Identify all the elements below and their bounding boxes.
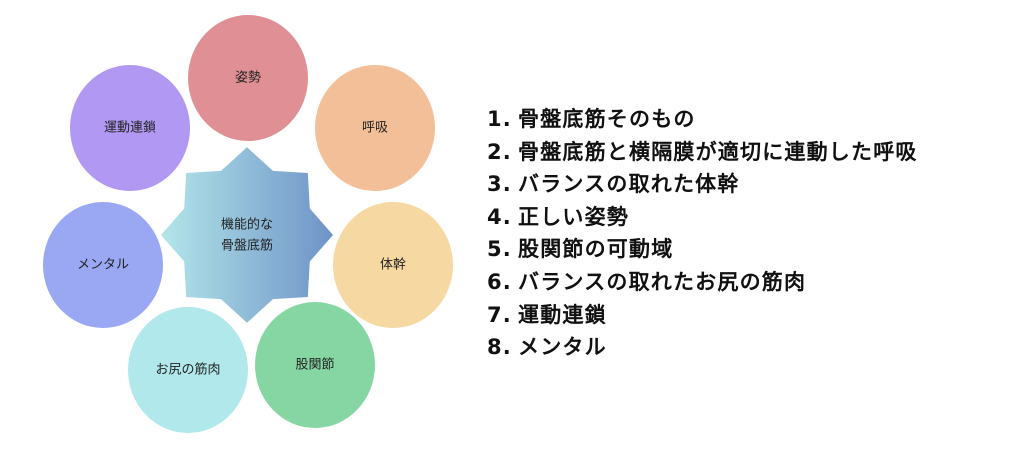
node-circle [128, 307, 248, 433]
list-number: 4. [487, 204, 512, 229]
node-label: 股関節 [295, 358, 334, 373]
center-star [161, 147, 333, 323]
list-number: 5. [487, 237, 512, 262]
factor-list: 1.骨盤底筋そのもの 2.骨盤底筋と横隔膜が適切に連動した呼吸 3.バランスの取… [487, 103, 918, 364]
list-item: 8.メンタル [487, 331, 918, 364]
node-label: 呼吸 [362, 121, 388, 136]
list-number: 6. [487, 269, 512, 294]
node-label: お尻の筋肉 [155, 362, 220, 378]
list-text: 骨盤底筋そのもの [518, 107, 696, 131]
list-number: 7. [487, 302, 512, 327]
list-text: 運動連鎖 [518, 302, 607, 327]
node-circle [315, 65, 435, 191]
list-item: 3.バランスの取れた体幹 [487, 168, 918, 201]
list-item: 4.正しい姿勢 [487, 201, 918, 234]
list-number: 8. [487, 335, 512, 360]
list-text: 骨盤底筋と横隔膜が適切に連動した呼吸 [518, 139, 918, 164]
node-label: メンタル [77, 258, 129, 273]
list-text: 股関節の可動域 [518, 237, 674, 262]
node-circle [43, 202, 163, 328]
list-number: 2. [487, 139, 512, 164]
list-item: 5.股関節の可動域 [487, 233, 918, 266]
list-number: 3. [487, 172, 512, 197]
node-label: 体幹 [380, 257, 406, 273]
node-circle [70, 65, 190, 191]
list-item: 1.骨盤底筋そのもの [487, 103, 918, 136]
list-item: 2.骨盤底筋と横隔膜が適切に連動した呼吸 [487, 136, 918, 169]
list-number: 1. [487, 107, 512, 131]
center-label-line1: 機能的な [221, 217, 273, 233]
list-item: 7.運動連鎖 [487, 299, 918, 332]
list-text: バランスの取れた体幹 [518, 172, 740, 197]
node-circle [255, 302, 375, 428]
node-label: 運動連鎖 [104, 120, 156, 136]
node-circle [333, 202, 453, 328]
node-label: 姿勢 [235, 70, 261, 86]
list-text: メンタル [518, 335, 607, 360]
list-text: 正しい姿勢 [518, 204, 629, 229]
center-label-line2: 骨盤底筋 [221, 238, 273, 254]
list-text: バランスの取れたお尻の筋肉 [518, 269, 807, 294]
node-circle [188, 15, 308, 141]
list-item: 6.バランスの取れたお尻の筋肉 [487, 266, 918, 299]
